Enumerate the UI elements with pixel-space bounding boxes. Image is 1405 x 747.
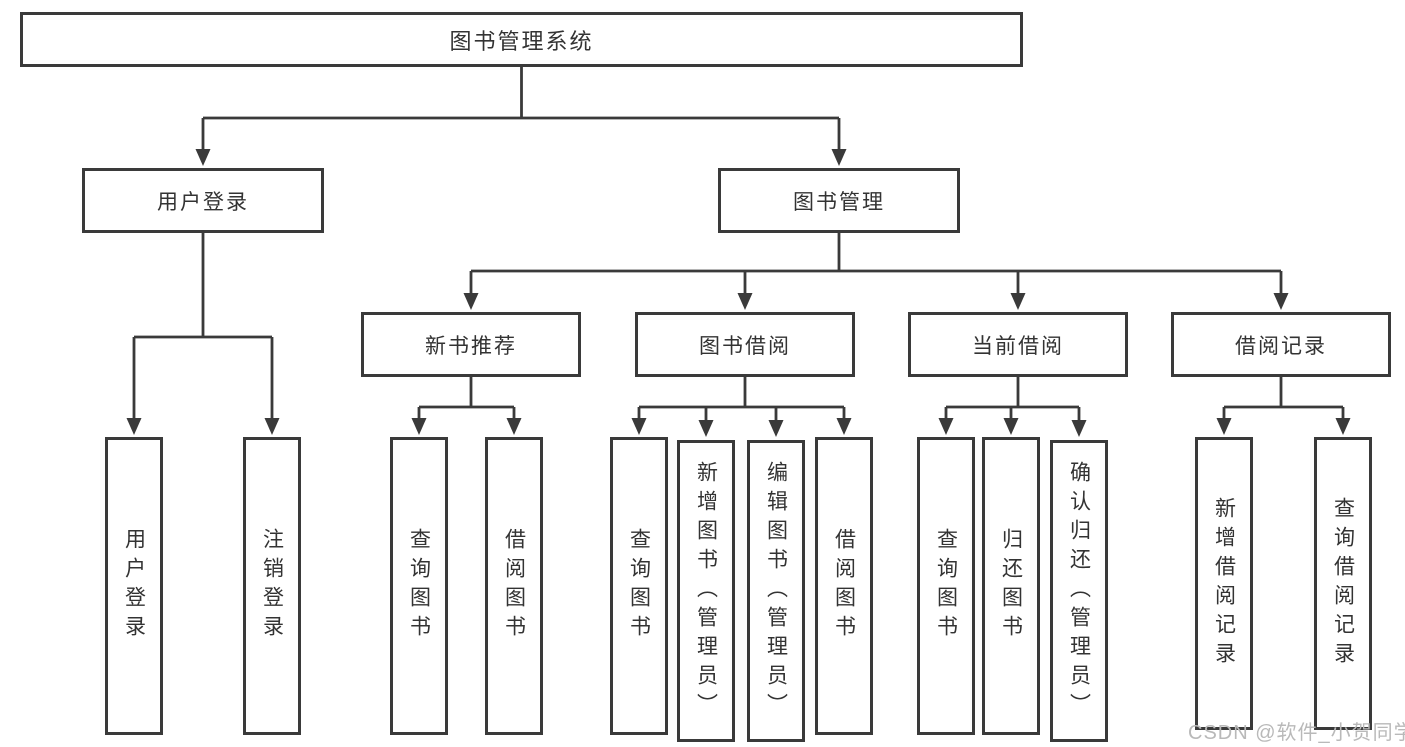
leaf-return-books-label: 归还图书	[999, 528, 1023, 644]
leaf-query-books-recommend-label: 查询图书	[407, 528, 431, 644]
leaf-query-borrow-record: 查询借阅记录	[1314, 437, 1372, 730]
leaf-user-login-label: 用户登录	[122, 528, 146, 644]
leaf-return-books: 归还图书	[982, 437, 1040, 735]
node-current-borrow-label: 当前借阅	[972, 334, 1064, 358]
node-borrow-records-label: 借阅记录	[1235, 334, 1327, 358]
leaf-borrow-books-label: 借阅图书	[832, 528, 856, 644]
leaf-confirm-return-admin: 确认归还（管理员）	[1050, 440, 1108, 742]
leaf-query-borrow-record-label: 查询借阅记录	[1331, 496, 1355, 671]
node-user-login-label: 用户登录	[157, 190, 249, 214]
node-root-label: 图书管理系统	[449, 28, 594, 54]
node-user-login: 用户登录	[82, 168, 324, 233]
node-book-borrow-label: 图书借阅	[699, 334, 791, 358]
leaf-add-books-admin: 新增图书（管理员）	[677, 440, 735, 742]
leaf-query-books-current: 查询图书	[917, 437, 975, 735]
leaf-query-books-borrow: 查询图书	[610, 437, 668, 735]
leaf-confirm-return-admin-label: 确认归还（管理员）	[1067, 460, 1091, 722]
node-book-borrow: 图书借阅	[635, 312, 855, 377]
node-borrow-records: 借阅记录	[1171, 312, 1391, 377]
node-book-mgmt-label: 图书管理	[793, 190, 885, 214]
leaf-edit-books-admin-label: 编辑图书（管理员）	[764, 460, 788, 722]
leaf-user-login: 用户登录	[105, 437, 163, 735]
node-root: 图书管理系统	[20, 12, 1023, 67]
leaf-query-books-current-label: 查询图书	[934, 528, 958, 644]
node-new-book-recommend-label: 新书推荐	[425, 334, 517, 358]
leaf-add-books-admin-label: 新增图书（管理员）	[694, 460, 718, 722]
leaf-add-borrow-record-label: 新增借阅记录	[1212, 496, 1236, 671]
leaf-borrow-books: 借阅图书	[815, 437, 873, 735]
leaf-borrow-books-recommend: 借阅图书	[485, 437, 543, 735]
leaf-add-borrow-record: 新增借阅记录	[1195, 437, 1253, 730]
leaf-edit-books-admin: 编辑图书（管理员）	[747, 440, 805, 742]
leaf-logout: 注销登录	[243, 437, 301, 735]
leaf-query-books-borrow-label: 查询图书	[627, 528, 651, 644]
leaf-logout-label: 注销登录	[260, 528, 284, 644]
leaf-borrow-books-recommend-label: 借阅图书	[502, 528, 526, 644]
arrowheads	[126, 149, 1351, 437]
node-book-mgmt: 图书管理	[718, 168, 960, 233]
watermark-text: CSDN @软件_小贺同学	[1188, 722, 1405, 744]
node-new-book-recommend: 新书推荐	[361, 312, 581, 377]
leaf-query-books-recommend: 查询图书	[390, 437, 448, 735]
node-current-borrow: 当前借阅	[908, 312, 1128, 377]
